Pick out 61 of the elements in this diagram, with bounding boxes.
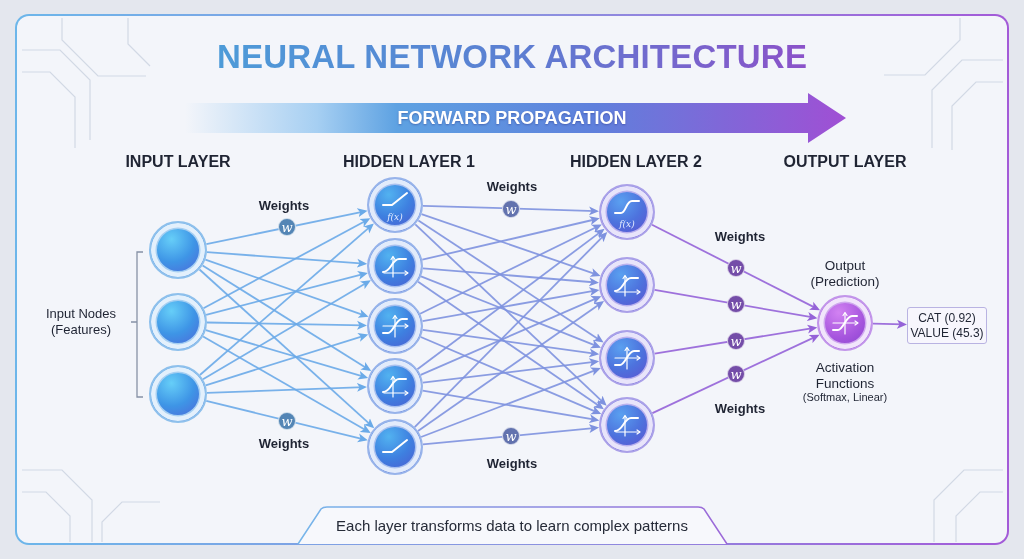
arrow [420,213,601,277]
arrow [421,389,600,424]
function-label: f(x) [386,212,404,222]
arrow [422,267,600,287]
arrow [205,208,368,245]
result-value: CAT (0.92) [918,310,976,326]
node-caption: Activation Functions [814,360,876,392]
arrow [204,258,369,318]
arrow [205,400,368,443]
weights-label: Weights [714,400,766,416]
arrow [414,223,607,406]
arrow [872,319,907,329]
weights-label: Weights [486,178,538,194]
arrow [421,216,600,261]
arrow [651,334,820,414]
result-value: VALUE (45.3) [910,325,984,341]
layer-heading: HIDDEN LAYER 2 [570,153,702,171]
arrow [413,231,608,428]
caption-text: Each layer transforms data to learn complex patterns [336,516,688,534]
node-caption: Output (Prediction) [809,258,881,290]
layer-heading: HIDDEN LAYER 1 [343,153,475,171]
layer-heading: OUTPUT LAYER [783,153,907,171]
arrow [202,218,371,310]
weights-label: Weights [486,455,538,471]
weights-label: Weights [714,228,766,244]
arrow [202,335,371,433]
arrow [417,219,604,343]
annotation-text: Input Nodes (Features) [44,306,118,338]
result-box [907,307,987,344]
arrow [653,324,818,355]
arrow [422,204,599,216]
arrow [206,251,368,268]
arrow-text: FORWARD PROPAGATION [397,107,627,129]
arrow [199,223,374,376]
weights-label: Weights [258,435,310,451]
node-caption: (Softmax, Linear) [801,390,889,404]
arrow [198,268,375,429]
arrow [206,382,367,394]
arrow [420,367,601,438]
arrow [421,358,600,384]
layer-heading: INPUT LAYER [125,153,231,171]
arrow [419,296,602,376]
arrow [201,264,372,372]
arrow [419,336,602,415]
arrow [421,328,600,358]
arrow [416,228,605,371]
weights-label: Weights [258,197,310,213]
arrow [206,320,367,330]
arrow [419,224,602,315]
arrow [417,301,605,432]
arrow [417,280,604,410]
arrow [421,287,600,322]
arrow [204,329,369,380]
arrow [653,288,818,321]
arrow [422,424,600,446]
arrow [205,271,368,316]
arrow [204,333,369,387]
arrow [651,223,821,311]
function-label: f(x) [618,219,636,229]
arrow [202,280,371,381]
arrow [420,275,601,349]
